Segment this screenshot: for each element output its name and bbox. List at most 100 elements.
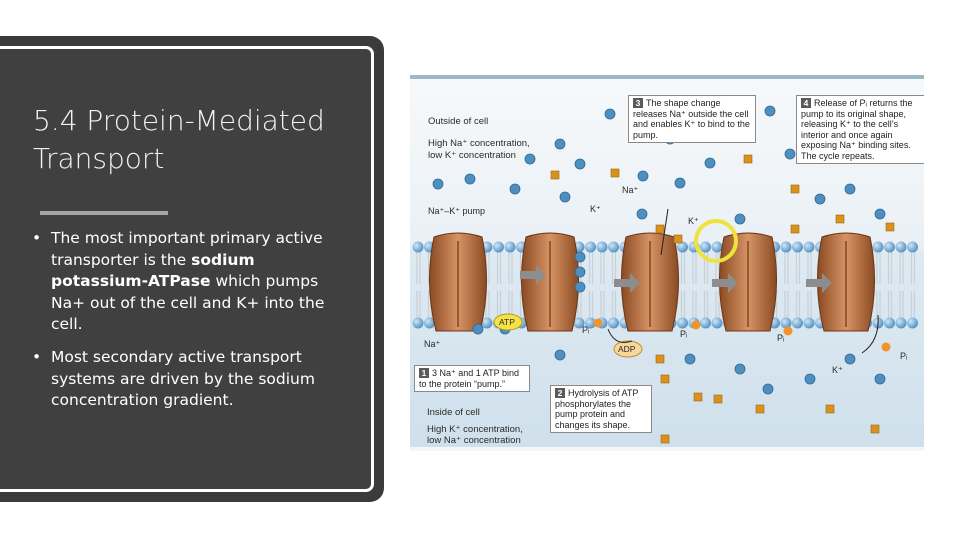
pi-label-3: Pᵢ: [777, 333, 784, 343]
lipid-head: [596, 241, 608, 253]
sodium-ion: [554, 349, 566, 361]
lipid-head: [585, 317, 596, 329]
potassium-ion: [655, 224, 665, 234]
step-3-text: The shape change releases Na⁺ outside th…: [633, 98, 750, 140]
na-label-top: Na⁺: [622, 185, 639, 195]
lipid-head: [493, 241, 504, 253]
sodium-ion: [574, 281, 586, 293]
sodium-ion: [784, 148, 796, 160]
inside-conc-2: low Na⁺ concentration: [427, 435, 521, 446]
k-label-bottom: K⁺: [832, 365, 843, 375]
sodium-ion: [684, 353, 696, 365]
process-arrows: [520, 265, 832, 293]
potassium-ion: [713, 394, 723, 404]
lipid-head: [780, 317, 792, 329]
step-4-number: 4: [801, 98, 811, 108]
inside-label: Inside of cell: [427, 407, 480, 418]
phosphate-group: [593, 318, 603, 328]
sodium-ion: [804, 373, 816, 385]
bullet-list: The most important primary active transp…: [32, 228, 352, 423]
lipid-head: [803, 241, 815, 253]
lipid-head: [872, 241, 884, 253]
step-1-text: 3 Na⁺ and 1 ATP bind to the protein “pum…: [419, 368, 519, 389]
sodium-ion: [734, 363, 746, 375]
k-label-top-2: K⁺: [688, 216, 699, 226]
adp-arrow: [607, 328, 633, 343]
potassium-ion: [550, 170, 560, 180]
step-2-text: Hydrolysis of ATP phosphorylates the pum…: [555, 388, 639, 430]
sodium-ion: [554, 138, 566, 150]
lipid-head: [780, 241, 792, 253]
atp-label: ATP: [499, 317, 515, 327]
k-release-arrow: [861, 314, 879, 354]
potassium-ion: [673, 234, 683, 244]
sodium-ion: [574, 251, 586, 263]
bullet-1: The most important primary active transp…: [32, 228, 352, 336]
potassium-ion: [825, 404, 835, 414]
step-1-number: 1: [419, 368, 429, 378]
sodium-ion: [472, 323, 484, 335]
potassium-ion: [660, 374, 670, 384]
sodium-ion: [559, 191, 571, 203]
lipid-head: [424, 317, 435, 329]
sodium-ion: [574, 266, 586, 278]
lipid-head: [884, 241, 895, 253]
outside-conc-1: High Na⁺ concentration,: [428, 138, 530, 149]
lipid-head: [585, 241, 596, 253]
potassium-ion: [790, 224, 800, 234]
sodium-ion: [762, 383, 774, 395]
lipid-head: [895, 317, 907, 329]
lipid-head: [700, 317, 711, 329]
sodium-ion: [704, 157, 716, 169]
step-4-text: Release of Pᵢ returns the pump to its or…: [801, 98, 913, 161]
na-label-bottom: Na⁺: [424, 339, 441, 349]
potassium-ion: [870, 424, 880, 434]
potassium-ion: [743, 154, 753, 164]
lipid-head: [792, 317, 803, 329]
bullet-2: Most secondary active transport systems …: [32, 347, 352, 412]
bullet-1-text: The most important primary active transp…: [51, 229, 323, 269]
pi-label-1: Pᵢ: [582, 325, 589, 335]
step-2-number: 2: [555, 388, 565, 398]
lipid-head: [711, 241, 723, 253]
lipid-head: [504, 241, 516, 253]
phosphate-group: [691, 320, 701, 330]
sodium-ion: [637, 170, 649, 182]
sodium-ion: [636, 208, 648, 220]
lipid-head: [481, 317, 493, 329]
highlight-ring: [694, 219, 738, 263]
outside-conc-2: low K⁺ concentration: [428, 150, 516, 161]
lipid-head: [412, 241, 424, 253]
sodium-ion: [509, 183, 521, 195]
lipid-head: [608, 241, 619, 253]
sodium-ion: [674, 177, 686, 189]
step-3-number: 3: [633, 98, 643, 108]
pump-proteins: [429, 232, 875, 332]
potassium-ion: [835, 214, 845, 224]
lipid-head: [792, 241, 803, 253]
lipid-head: [700, 241, 711, 253]
bullet-1-suffix: which pumps Na+ out of the cell and K+ i…: [51, 272, 325, 334]
sodium-ion: [574, 158, 586, 170]
sodium-ion: [432, 178, 444, 190]
sodium-ion: [524, 153, 536, 165]
k-label-top: K⁺: [590, 204, 601, 214]
lipid-head: [803, 317, 815, 329]
sodium-ion: [464, 173, 476, 185]
na-release-arrow: [660, 208, 669, 256]
potassium-ion: [610, 168, 620, 178]
outside-label: Outside of cell: [428, 116, 488, 127]
sodium-ion: [764, 105, 776, 117]
potassium-ion: [693, 392, 703, 402]
potassium-ion: [660, 434, 670, 444]
phosphate-group: [881, 342, 891, 352]
inside-conc-1: High K⁺ concentration,: [427, 424, 523, 435]
bullet-2-text: Most secondary active transport systems …: [51, 347, 315, 410]
lipid-head: [677, 241, 688, 253]
lipid-head: [895, 241, 907, 253]
lipid-head: [884, 317, 895, 329]
